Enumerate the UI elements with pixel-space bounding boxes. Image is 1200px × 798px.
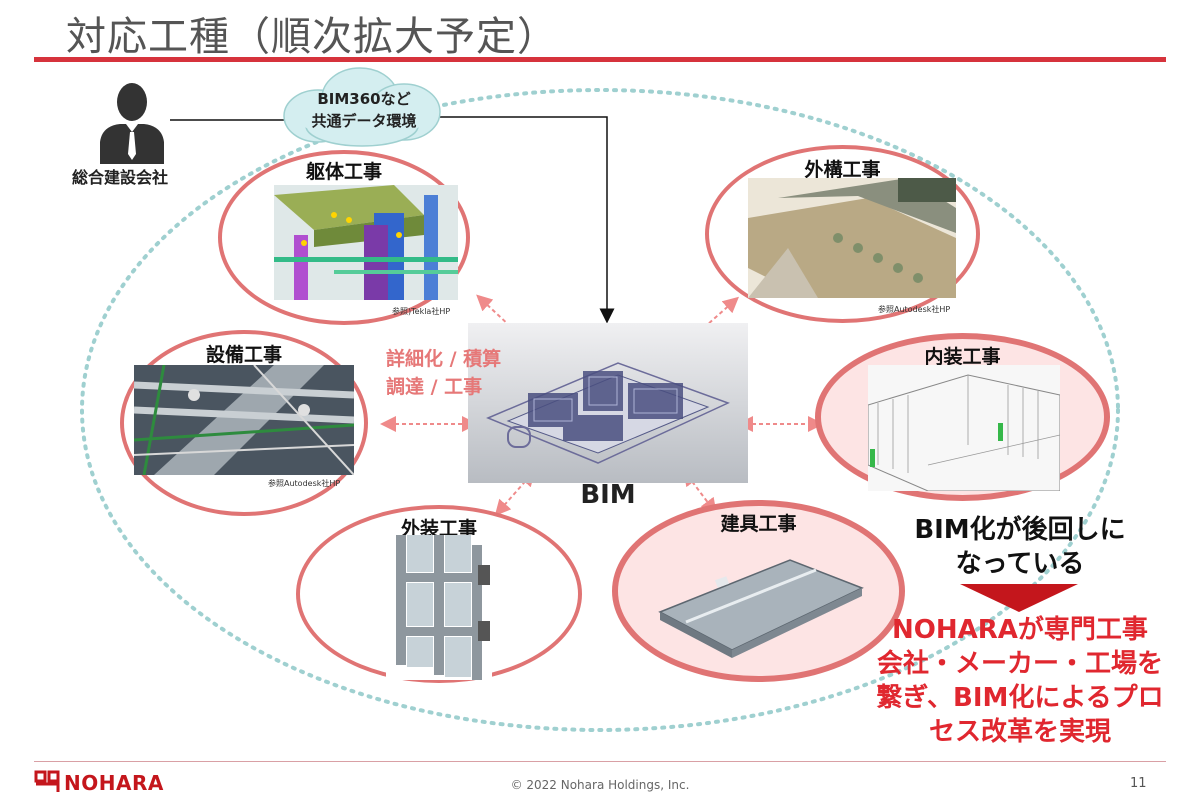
trade-gaikou-title: 外構工事 bbox=[804, 159, 881, 181]
cloud-bim-connector bbox=[440, 116, 615, 324]
cloud-line-1: BIM360など bbox=[317, 90, 411, 108]
trade-kutai-credit: 参照)Tekla社HP bbox=[392, 307, 451, 316]
curtain-wall-image bbox=[386, 535, 492, 680]
nohara-logo-icon bbox=[34, 770, 60, 792]
bim-label: BIM bbox=[580, 480, 636, 510]
process-line-1: 詳細化 / 積算 bbox=[386, 348, 502, 370]
trade-setsubi-credit: 参照Autodesk社HP bbox=[268, 479, 341, 488]
person-icon bbox=[100, 83, 164, 164]
actor-label: 総合建設会社 bbox=[72, 168, 169, 187]
solution-line-4: セス改革を実現 bbox=[928, 717, 1111, 747]
footer-logo-text: NOHARA bbox=[64, 771, 164, 795]
trade-naisou-title: 内装工事 bbox=[924, 346, 1001, 368]
trade-gaisou-title: 外装工事 bbox=[400, 518, 477, 540]
solution-line-1: NOHARAが専門工事 bbox=[892, 615, 1148, 645]
footer-copyright: © 2022 Nohara Holdings, Inc. bbox=[510, 778, 690, 792]
shared-environment-boundary bbox=[80, 88, 1120, 732]
fitting-panel-image bbox=[658, 559, 864, 658]
down-arrow-icon bbox=[960, 584, 1078, 612]
mep-piping-image bbox=[134, 365, 354, 475]
exterior-site-image bbox=[748, 178, 956, 298]
problem-line-1: BIM化が後回しに bbox=[914, 515, 1126, 545]
process-line-2: 調達 / 工事 bbox=[386, 376, 483, 398]
cloud-icon bbox=[283, 67, 441, 147]
steel-frame-image bbox=[274, 185, 458, 300]
trade-kutai-title: 躯体工事 bbox=[305, 161, 382, 183]
footer-divider bbox=[34, 761, 1166, 762]
cloud-line-2: 共通データ環境 bbox=[311, 112, 417, 130]
interior-framing-image bbox=[868, 365, 1060, 491]
arrow-gaikou bbox=[684, 296, 739, 346]
problem-line-2: なっている bbox=[955, 549, 1085, 579]
trade-gaikou-credit: 参照Autodesk社HP bbox=[878, 305, 951, 314]
solution-line-2: 会社・メーカー・工場を bbox=[876, 649, 1163, 679]
page-number: 11 bbox=[1130, 776, 1147, 791]
solution-line-3: 繋ぎ、BIM化によるプロ bbox=[876, 683, 1164, 713]
cloud-label: BIM360など 共通データ環境 bbox=[296, 88, 432, 132]
title-divider bbox=[34, 57, 1166, 62]
bim-model-image bbox=[468, 323, 748, 483]
trade-tategu-title: 建具工事 bbox=[720, 513, 797, 535]
arrow-kutai bbox=[476, 294, 531, 346]
trade-setsubi-title: 設備工事 bbox=[205, 344, 282, 366]
page-title: 対応工種（順次拡大予定） bbox=[66, 14, 558, 60]
